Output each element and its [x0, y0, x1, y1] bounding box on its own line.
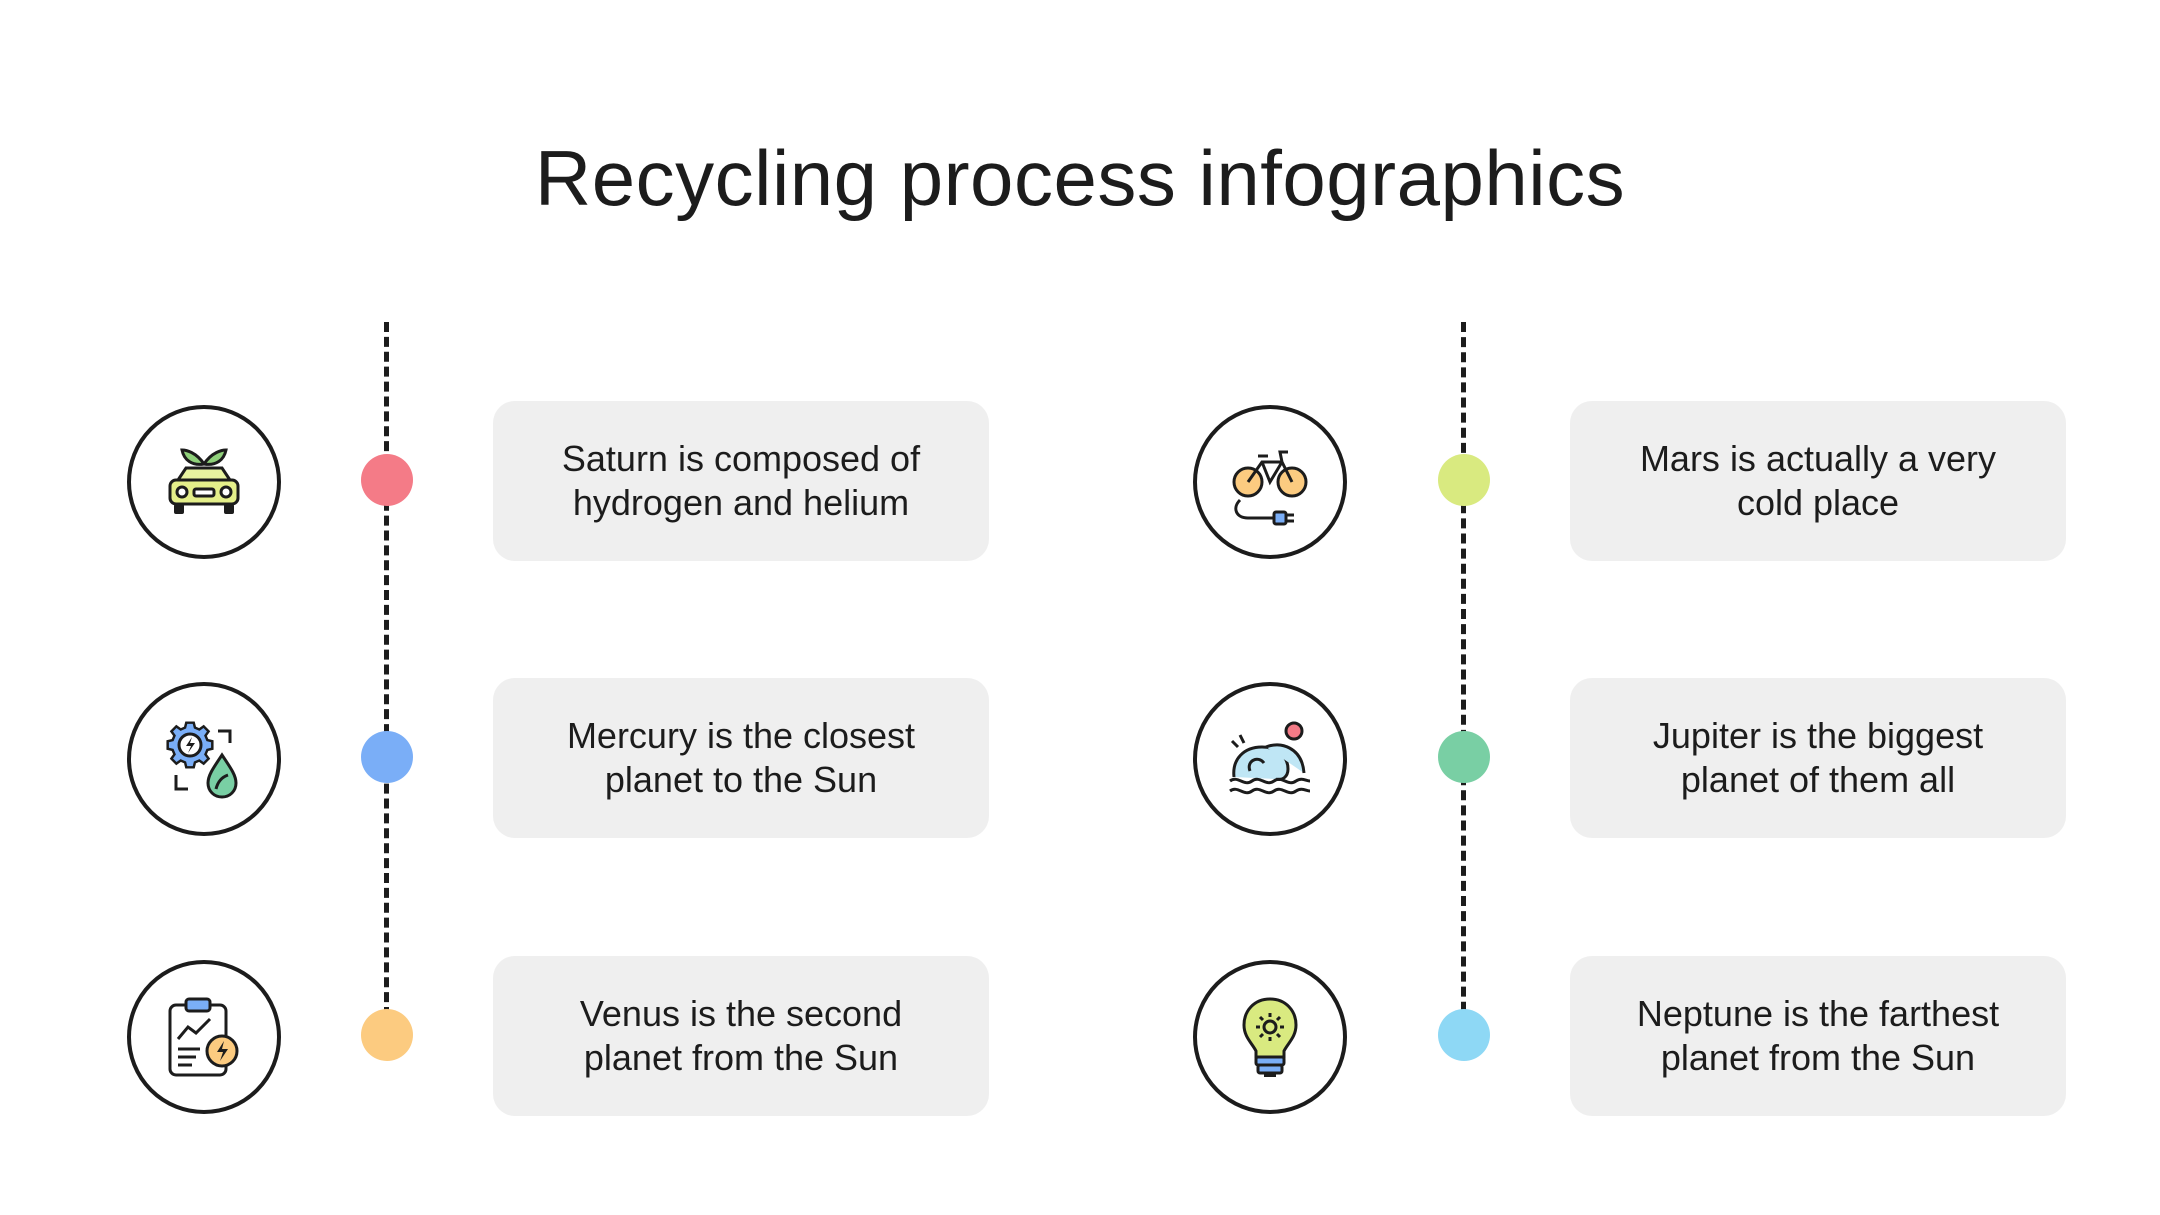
icon-badge-6 — [1193, 960, 1347, 1114]
info-card-1: Saturn is composed of hydrogen and heliu… — [493, 401, 989, 561]
icon-badge-5 — [1193, 682, 1347, 836]
light-bulb-icon — [1242, 997, 1298, 1077]
right-timeline — [1461, 322, 1466, 1042]
timeline-dot-5 — [1438, 731, 1490, 783]
left-timeline — [384, 322, 389, 1017]
timeline-dot-1 — [361, 454, 413, 506]
icon-badge-4 — [1193, 405, 1347, 559]
info-card-text: Mars is actually a very cold place — [1639, 438, 1997, 523]
green-energy-gear-icon — [166, 721, 238, 799]
info-card-6: Neptune is the farthest planet from the … — [1570, 956, 2066, 1116]
page-title: Recycling process infographics — [534, 134, 1626, 222]
timeline-dot-4 — [1438, 454, 1490, 506]
timeline-dot-2 — [361, 731, 413, 783]
icon-badge-2 — [127, 682, 281, 836]
electric-bicycle-icon — [1232, 450, 1308, 526]
info-card-2: Mercury is the closest planet to the Sun — [493, 678, 989, 838]
info-card-text: Mercury is the closest planet to the Sun — [566, 715, 916, 800]
info-card-text: Venus is the second planet from the Sun — [579, 993, 903, 1078]
info-card-3: Venus is the second planet from the Sun — [493, 956, 989, 1116]
timeline-dot-6 — [1438, 1009, 1490, 1061]
electric-car-icon — [168, 448, 240, 514]
energy-report-clipboard-icon — [168, 997, 239, 1077]
info-card-text: Jupiter is the biggest planet of them al… — [1652, 715, 1984, 800]
info-card-4: Mars is actually a very cold place — [1570, 401, 2066, 561]
info-card-text: Neptune is the farthest planet from the … — [1636, 993, 2000, 1078]
timeline-dot-3 — [361, 1009, 413, 1061]
info-card-5: Jupiter is the biggest planet of them al… — [1570, 678, 2066, 838]
info-card-text: Saturn is composed of hydrogen and heliu… — [561, 438, 921, 523]
icon-badge-1 — [127, 405, 281, 559]
icon-badge-3 — [127, 960, 281, 1114]
ocean-waves-icon — [1229, 721, 1311, 795]
